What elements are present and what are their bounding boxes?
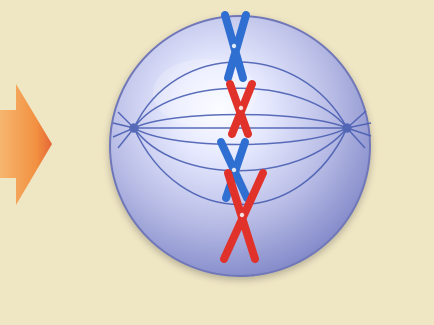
arrow-icon [0,84,52,205]
